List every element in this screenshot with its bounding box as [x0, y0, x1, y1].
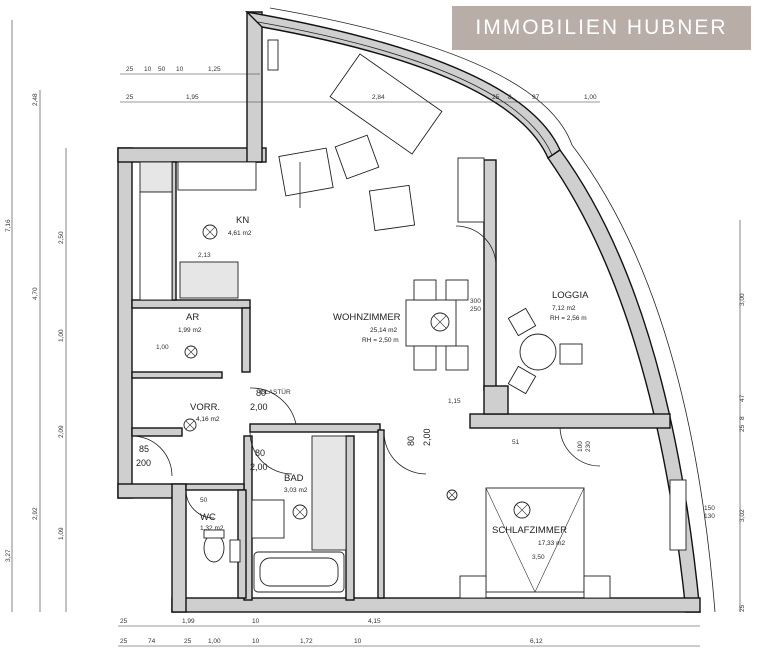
top-dims: 25 10 50 10 1,25 25 1,95 2,84 25 8 97 1,…	[126, 66, 597, 101]
door-loggia-width: 300	[470, 298, 481, 305]
room-schlaf-area: 17,33 m2	[538, 540, 565, 547]
dim-top1-0: 25	[126, 66, 134, 73]
dim-bottom1-2: 10	[252, 618, 260, 625]
dim-right-1: 47	[739, 394, 746, 402]
dim-51: 51	[512, 439, 520, 446]
room-ar-name: AR	[186, 312, 199, 323]
brand-logo: IMMOBILIEN HUBNER	[452, 6, 751, 50]
dim-left-outer-0: 7,16	[5, 219, 12, 232]
room-wc-area: 1,32 m2	[200, 525, 224, 532]
dim-bottom2-5: 1,72	[300, 638, 313, 645]
window-right-width: 150	[704, 505, 715, 512]
dim-left-outer-1: 3,27	[5, 549, 12, 562]
dim-top2-4: 8	[508, 94, 512, 101]
door-labels: 80 2,00 80 2,00 85 200 80 2,00 50 300 25…	[136, 252, 715, 561]
door-c-width: 85	[139, 444, 149, 454]
room-bad-name: BAD	[284, 473, 304, 484]
dim-bottom2-1: 74	[148, 638, 156, 645]
room-kn-area: 4,61 m2	[228, 230, 252, 237]
window-bed-height: 230	[585, 441, 592, 452]
dim-right-0: 3,00	[739, 293, 746, 306]
left-dims: 7,16 3,27 2,48 4,70 2,92 2,50 1,00 2,09 …	[5, 93, 65, 562]
dim-100: 1,00	[156, 344, 169, 351]
door-a-width: 80	[256, 388, 266, 398]
dim-top1-4: 1,25	[208, 66, 221, 73]
dim-left-inner-2: 2,09	[58, 425, 65, 438]
dim-213: 2,13	[198, 252, 211, 259]
dim-bottom2-6: 10	[354, 638, 362, 645]
dim-left-mid-2: 2,92	[32, 507, 39, 520]
room-wohn-area: 25,14 m2	[370, 327, 397, 334]
room-schlaf-name: SCHLAFZIMMER	[492, 525, 567, 536]
dim-bottom1-3: 4,15	[368, 618, 381, 625]
room-kn-name: KN	[236, 215, 249, 226]
dim-left-inner-0: 2,50	[58, 231, 65, 244]
dim-top2-3: 25	[492, 94, 500, 101]
room-wohn-name: WOHNZIMMER	[333, 312, 401, 323]
dim-top1-3: 10	[176, 66, 184, 73]
dim-left-mid-1: 4,70	[32, 287, 39, 300]
door-wc-width: 50	[200, 497, 208, 504]
dim-350: 3,50	[532, 554, 545, 561]
dim-top1-1: 10	[144, 66, 152, 73]
dim-right-2: 3,02	[739, 509, 746, 522]
dim-bottom2-4: 10	[252, 638, 260, 645]
dim-bottom2-0: 25	[120, 638, 128, 645]
door-d-width: 80	[406, 436, 416, 446]
room-bad-area: 3,03 m2	[284, 487, 308, 494]
door-c-height: 200	[136, 458, 151, 468]
door-b-width: 80	[255, 448, 265, 458]
room-loggia-name: LOGGIA	[552, 290, 589, 301]
room-labels: KN 4,61 m2 AR 1,99 m2 WOHNZIMMER 25,14 m…	[178, 215, 589, 547]
door-b-height: 2,00	[250, 462, 268, 472]
dim-top2-0: 25	[126, 94, 134, 101]
right-dims: 3,00 47 3,02 8 25 25	[739, 293, 746, 612]
dim-top1-2: 50	[158, 66, 166, 73]
dim-top2-1: 1,95	[186, 94, 199, 101]
brand-name: IMMOBILIEN HUBNER	[475, 16, 728, 39]
room-vorr-area: 4,16 m2	[196, 416, 220, 423]
dim-bottom2-3: 1,00	[208, 638, 221, 645]
room-wc-name: WC	[200, 512, 216, 523]
dim-right-3: 8	[739, 416, 746, 420]
dim-bottom1-0: 25	[120, 618, 128, 625]
bottom-dims: 25 1,99 10 4,15 25 74 25 1,00 10 1,72 10…	[120, 618, 543, 645]
room-wohn-rh: RH = 2,50 m	[362, 337, 399, 344]
dim-top2-2: 2,84	[372, 94, 385, 101]
dim-right-5: 25	[739, 424, 746, 432]
dimension-lines	[11, 20, 741, 647]
dim-left-inner-1: 1,00	[58, 329, 65, 342]
interior-walls	[131, 159, 671, 601]
glass-door-label: GLASTÜR	[260, 388, 291, 396]
room-ar-area: 1,99 m2	[178, 327, 202, 334]
window-right-height: 130	[704, 513, 715, 520]
dim-top2-5: 97	[532, 94, 540, 101]
door-d-height: 2,00	[422, 428, 432, 446]
door-a-height: 2,00	[250, 402, 268, 412]
room-vorr-name: VORR.	[190, 402, 220, 413]
dim-bottom2-7: 6,12	[530, 638, 543, 645]
room-loggia-rh: RH = 2,56 m	[550, 315, 587, 322]
dim-left-mid-0: 2,48	[32, 93, 39, 106]
dim-left-inner-3: 1,09	[58, 527, 65, 540]
room-loggia-area: 7,12 m2	[552, 305, 576, 312]
dim-115: 1,15	[448, 398, 461, 405]
outer-walls	[117, 7, 716, 613]
dim-top2-6: 1,00	[584, 94, 597, 101]
dim-bottom2-2: 25	[184, 638, 192, 645]
furniture	[131, 39, 687, 599]
window-bed-width: 100	[577, 441, 584, 452]
dim-bottom1-1: 1,99	[182, 618, 195, 625]
dim-right-4: 25	[739, 604, 746, 612]
door-loggia-height: 250	[470, 306, 481, 313]
